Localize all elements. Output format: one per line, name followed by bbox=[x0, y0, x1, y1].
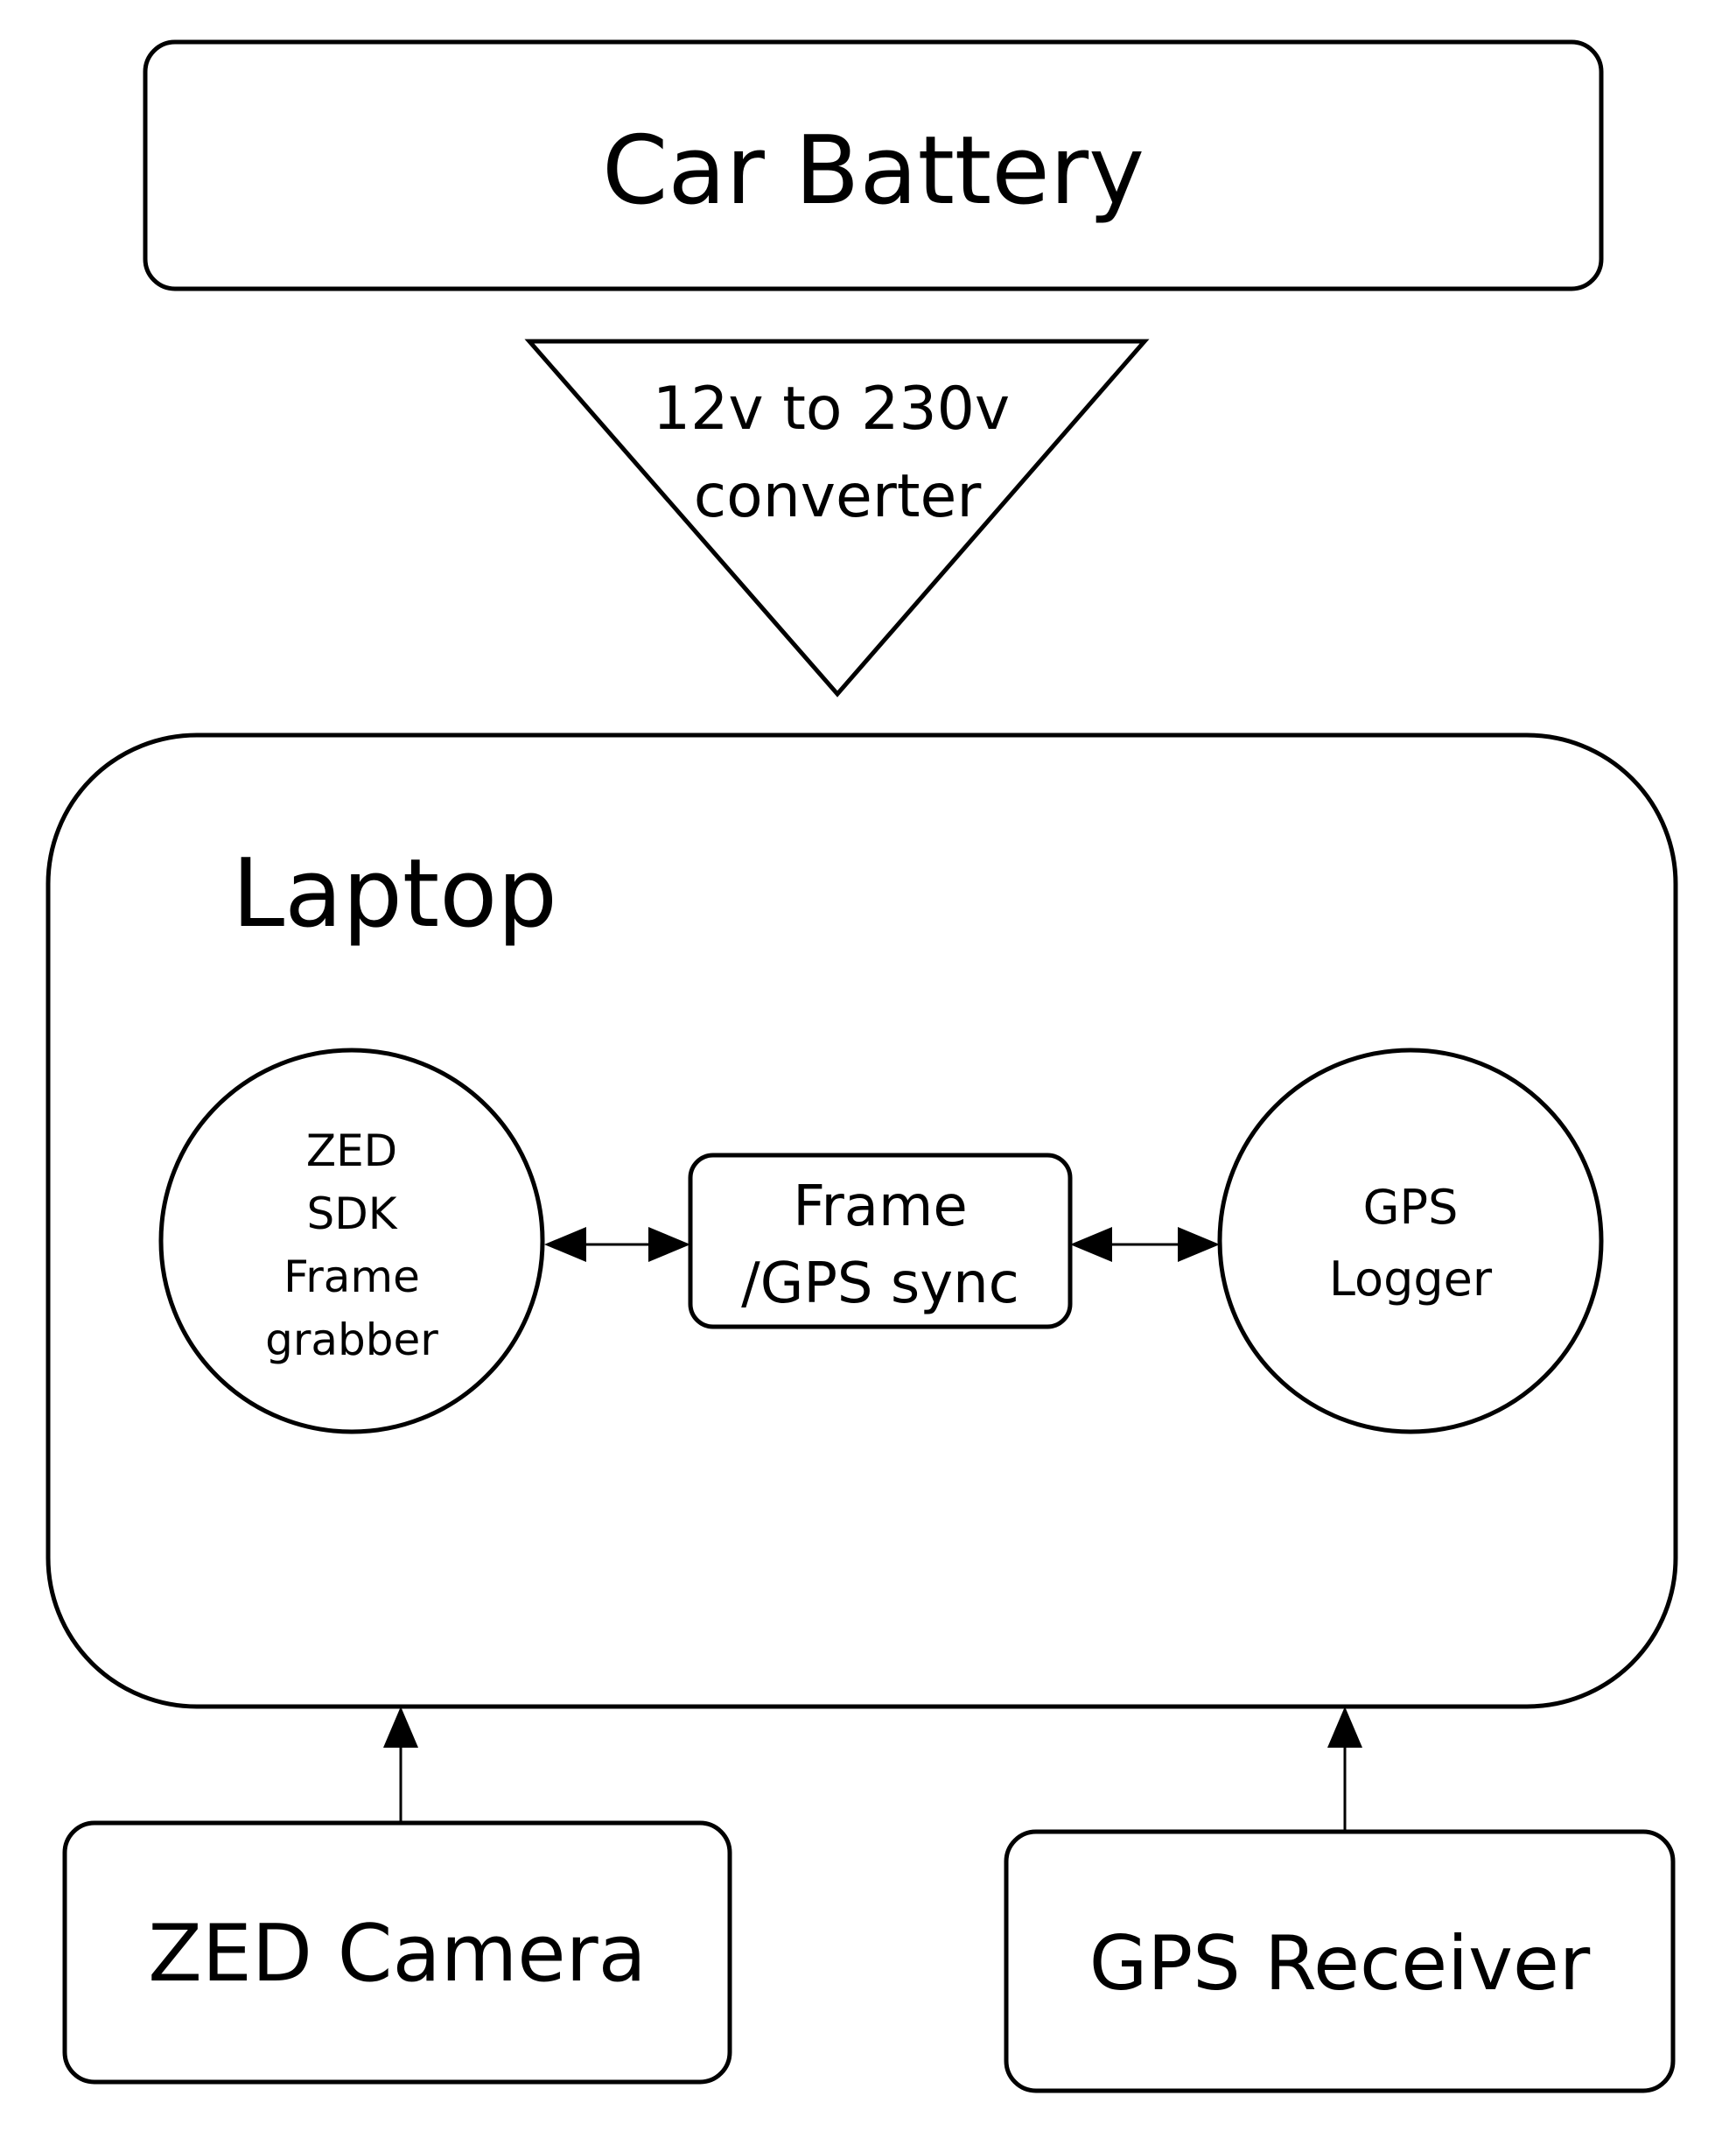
car-battery-node: Car Battery bbox=[143, 39, 1604, 291]
arrowhead-right bbox=[1178, 1227, 1220, 1262]
zed-camera-node: ZED Camera bbox=[62, 1820, 732, 2085]
gps-receiver-node: GPS Receiver bbox=[1004, 1829, 1676, 2093]
zed-sdk-frame-grabber-node: ZED SDK Frame grabber bbox=[158, 1048, 545, 1434]
sync-label-line-1: Frame bbox=[793, 1174, 967, 1239]
gps-logger-label-line-2: Logger bbox=[1329, 1251, 1493, 1307]
arrowhead-up bbox=[383, 1707, 418, 1748]
sync-label-line-2: /GPS sync bbox=[741, 1251, 1019, 1316]
converter-label-line-1: 12v to 230v bbox=[653, 375, 1010, 444]
laptop-label: Laptop bbox=[232, 839, 557, 949]
arrowhead-left bbox=[544, 1227, 586, 1262]
zed-sdk-label-line-2: SDK bbox=[306, 1188, 397, 1239]
arrowhead-left bbox=[1070, 1227, 1112, 1262]
frame-gps-sync-node: Frame /GPS sync bbox=[688, 1153, 1073, 1329]
zed-sdk-label-line-4: grabber bbox=[265, 1314, 438, 1365]
arrowhead-right bbox=[648, 1227, 690, 1262]
zed-sdk-label-line-3: Frame bbox=[284, 1251, 420, 1302]
arrow-zed-sdk-sync bbox=[544, 1227, 690, 1262]
arrowhead-up bbox=[1327, 1707, 1362, 1748]
arrow-sync-gps-logger bbox=[1070, 1227, 1220, 1262]
arrow-zed-camera-laptop bbox=[383, 1707, 418, 1823]
arrow-gps-receiver-laptop bbox=[1327, 1707, 1362, 1832]
zed-sdk-label-line-1: ZED bbox=[306, 1125, 397, 1176]
converter-label-line-2: converter bbox=[694, 462, 982, 531]
gps-receiver-label: GPS Receiver bbox=[1089, 1920, 1591, 2008]
gps-logger-node: GPS Logger bbox=[1217, 1048, 1604, 1434]
car-battery-label: Car Battery bbox=[602, 116, 1144, 226]
gps-logger-label-line-1: GPS bbox=[1363, 1180, 1459, 1235]
converter-node: 12v to 230v converter bbox=[524, 339, 1150, 697]
zed-camera-label: ZED Camera bbox=[148, 1908, 647, 2000]
